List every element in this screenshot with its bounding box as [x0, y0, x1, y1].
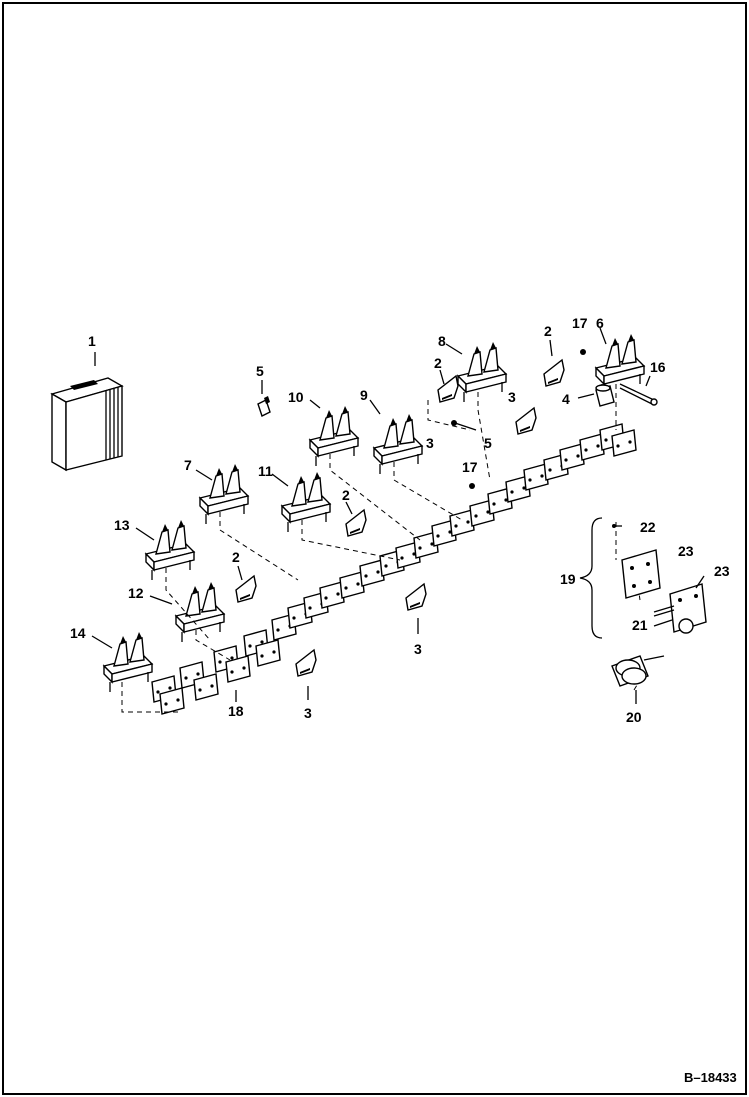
detail-19: [579, 517, 707, 639]
cutter-3b: [295, 649, 317, 677]
cutter-3c: [515, 407, 537, 435]
holder-12: [175, 581, 225, 643]
callout-3-d: 3: [426, 435, 434, 451]
callout-23-a: 23: [678, 543, 694, 559]
callout-17-b: 17: [462, 459, 478, 475]
callout-1: 1: [88, 333, 96, 349]
callout-16: 16: [650, 359, 666, 375]
callout-3-c: 3: [508, 389, 516, 405]
bolt-5: [257, 396, 271, 417]
callout-10: 10: [288, 389, 304, 405]
callout-2-b: 2: [544, 323, 552, 339]
callout-17-a: 17: [572, 315, 588, 331]
callout-21: 21: [632, 617, 648, 633]
callout-9: 9: [360, 387, 368, 403]
bolt-5b: [451, 420, 477, 431]
figure-reference: B–18433: [684, 1070, 737, 1085]
callout-19: 19: [560, 571, 576, 587]
cutter-2a: [437, 375, 459, 403]
callout-6: 6: [596, 315, 604, 331]
callout-4: 4: [562, 391, 570, 407]
callout-13: 13: [114, 517, 130, 533]
callout-11: 11: [258, 463, 273, 479]
callout-3-a: 3: [414, 641, 422, 657]
holder-13: [145, 519, 195, 581]
item-1-container: [50, 377, 124, 472]
holder-11: [281, 471, 331, 533]
cutter-2c: [345, 509, 367, 537]
holder-10: [309, 405, 359, 467]
callout-3-b: 3: [304, 705, 312, 721]
callout-20: 20: [626, 709, 642, 725]
callout-2-a: 2: [434, 355, 442, 371]
cutter-2b: [543, 359, 565, 387]
item-20-link: [611, 655, 665, 687]
holder-8: [457, 341, 507, 403]
callout-12: 12: [128, 585, 144, 601]
callout-14: 14: [70, 625, 86, 641]
nut-17: [469, 349, 586, 489]
callout-2-d: 2: [232, 549, 240, 565]
bolt-16: [619, 383, 658, 406]
callout-22: 22: [640, 519, 656, 535]
holder-7: [199, 463, 249, 525]
callout-23-b: 23: [714, 563, 730, 579]
cutter-3a: [405, 583, 427, 611]
holder-9: [373, 413, 423, 475]
leader-lines: [91, 327, 705, 704]
cutter-2d: [235, 575, 257, 603]
callout-7: 7: [184, 457, 192, 473]
callout-8: 8: [438, 333, 446, 349]
chain-assembly: [151, 423, 637, 715]
bushing-4: [595, 384, 615, 407]
callout-2-c: 2: [342, 487, 350, 503]
callout-18: 18: [228, 703, 244, 719]
callout-5: 5: [256, 363, 264, 379]
holder-14: [103, 631, 153, 693]
callout-5-b: 5: [484, 435, 492, 451]
